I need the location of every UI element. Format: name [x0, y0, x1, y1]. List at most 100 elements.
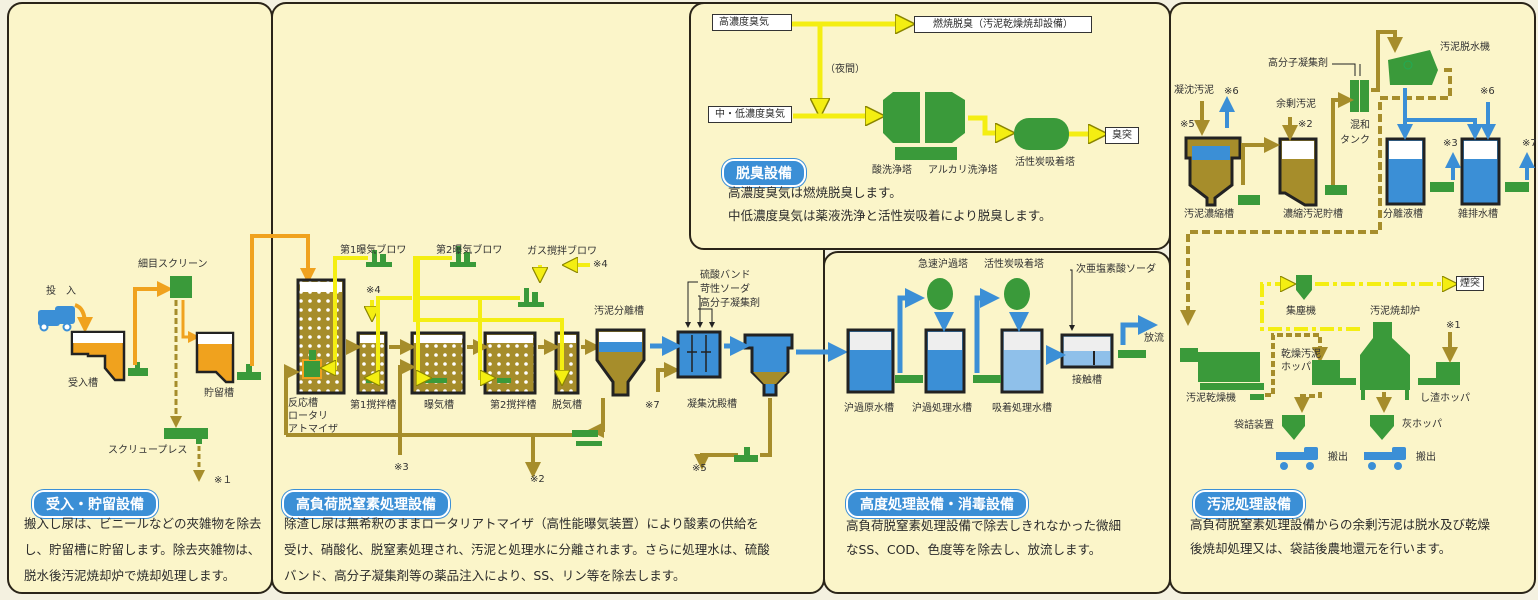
label-reaction-tank: 反応槽	[288, 398, 318, 409]
receiving-tank	[70, 330, 126, 382]
pump-icon	[734, 447, 758, 462]
label-screen-hopper: し渣ホッパ	[1420, 393, 1470, 404]
pump-icon	[973, 375, 1001, 383]
adsorbed-water-tank	[1000, 328, 1044, 394]
section-title-advanced: 高度処理設備・消毒設備	[846, 490, 1028, 518]
label-acid-wash: 酸洗浄塔	[872, 165, 912, 176]
pump-icon	[237, 364, 261, 380]
label-hypochlorite: 次亜塩素酸ソーダ	[1076, 264, 1156, 275]
section-title-denitrification: 高負荷脱窒素処理設備	[282, 490, 450, 518]
label-carbon-tower: 活性炭吸着塔	[984, 259, 1044, 270]
label-note2: ※2	[530, 474, 545, 485]
label-rapid-filter: 急速沪過塔	[918, 259, 968, 270]
pump-icon	[1430, 182, 1454, 192]
dry-sludge-hopper	[1312, 360, 1356, 385]
label-rotary2: アトマイザ	[288, 424, 338, 435]
pump-icon	[1325, 185, 1347, 195]
tank-degas	[554, 331, 580, 395]
label-thickener: 汚泥濃縮槽	[1184, 209, 1234, 220]
box-mid-low-odor: 中・低濃度臭気	[708, 106, 792, 123]
description-intake: 搬入し尿は、ビニールなどの夾雑物を除去 し、貯留槽に貯留します。除去夾雑物は、 …	[24, 511, 262, 589]
label-polymer: 高分子凝集剤	[700, 298, 760, 309]
label-dust: 集塵機	[1286, 306, 1316, 317]
label-dry-hopper2: ホッパ	[1281, 362, 1311, 373]
label-drain-tank: 雑排水槽	[1458, 209, 1498, 220]
label-raw-tank: 沪過原水槽	[844, 403, 894, 414]
fine-screen	[170, 276, 192, 298]
raw-water-tank	[846, 328, 895, 394]
label-note4b: ※4	[366, 285, 381, 296]
truck-icon	[1364, 447, 1406, 470]
label-filtered-tank: 沪過処理水槽	[912, 403, 972, 414]
section-title-sludge: 汚泥処理設備	[1193, 490, 1305, 518]
label-incinerator: 汚泥焼却炉	[1370, 306, 1420, 317]
label-note3: ※3	[1443, 138, 1458, 149]
blower-icon	[518, 288, 544, 307]
reaction-tank	[296, 278, 346, 395]
label-blower1: 第1曝気ブロワ	[340, 245, 407, 256]
label-note7: ※7	[1522, 138, 1537, 149]
box-high-odor: 高濃度臭気	[712, 14, 792, 31]
label-degas: 脱気槽	[552, 400, 582, 411]
label-coag-settle: 凝集沈殿槽	[687, 399, 737, 410]
description-line: 受け、硝酸化、脱窒素処理され、汚泥と処理水に分離されます。さらに処理水は、硫酸	[284, 542, 770, 557]
label-note7: ※7	[645, 400, 660, 411]
label-note5: ※5	[692, 463, 707, 474]
label-storage-tank: 貯留槽	[204, 388, 234, 399]
description-line: 除渣し尿は無希釈のままロータリアトマイザ（高性能曝気装置）により酸素の供給を	[284, 516, 759, 531]
ash-hopper	[1370, 415, 1394, 440]
pump-icon	[895, 375, 923, 383]
label-alum: 硫酸バンド	[700, 270, 751, 281]
label-settled-sludge: 凝沈汚泥	[1174, 85, 1214, 96]
label-excess-sludge: 余剰汚泥	[1276, 99, 1316, 110]
thick-storage-tank	[1278, 137, 1318, 207]
panel-sludge	[1169, 2, 1536, 594]
label-discharge: 放流	[1144, 333, 1164, 344]
box-combustion: 燃焼脱臭（汚泥乾燥焼却設備）	[914, 16, 1092, 33]
pump-icon	[1238, 195, 1260, 205]
separated-liquid-tank	[1385, 137, 1426, 206]
screen-hopper	[1418, 362, 1460, 385]
drain-tank	[1460, 137, 1501, 206]
label-aeration: 曝気槽	[424, 400, 454, 411]
description-line: 後焼却処理又は、袋詰後農地還元を行います。	[1190, 541, 1452, 556]
dewatering-machine	[1388, 50, 1438, 85]
label-night: （夜間）	[825, 64, 865, 75]
label-note4a: ※4	[593, 259, 608, 270]
label-fine-screen: 細目スクリーン	[138, 259, 208, 270]
bagging-unit	[1282, 415, 1305, 440]
section-title-intake: 受入・貯留設備	[32, 490, 158, 518]
description-line: バンド、高分子凝集剤等の薬品注入により、SS、リン等を除去します。	[284, 568, 686, 583]
label-input: 投 入	[46, 286, 76, 297]
pump-icon	[1505, 182, 1529, 192]
label-blower2: 第2曝気ブロワ	[436, 245, 503, 256]
storage-tank	[195, 331, 235, 384]
label-dryer: 汚泥乾燥機	[1186, 393, 1236, 404]
label-note3: ※3	[394, 462, 409, 473]
dust-collector	[1296, 275, 1312, 300]
carbon-adsorption-tower	[1004, 278, 1030, 310]
label-dry-hopper1: 乾燥汚泥	[1281, 349, 1321, 360]
blower-icon	[366, 250, 392, 267]
label-adsorbed-tank: 吸着処理水槽	[992, 403, 1052, 414]
label-rotary1: ロータリ	[288, 411, 328, 422]
label-alkali-wash: アルカリ洗浄塔	[928, 165, 998, 176]
tank-mix1	[356, 331, 388, 395]
description-denitrification: 除渣し尿は無希釈のままロータリアトマイザ（高性能曝気装置）により酸素の供給を 受…	[284, 511, 770, 589]
description-line: なSS、COD、色度等を除去し、放流します。	[846, 542, 1102, 557]
description-line: 高負荷脱窒素処理設備からの余剰汚泥は脱水及び乾燥	[1190, 517, 1491, 532]
label-mix2: タンク	[1340, 135, 1370, 146]
label-out1: 搬出	[1328, 452, 1348, 463]
label-separation-tank: 汚泥分離槽	[594, 306, 644, 317]
section-title-deodorization: 脱臭設備	[722, 159, 806, 187]
label-caustic: 苛性ソーダ	[700, 284, 750, 295]
label-thick-storage: 濃縮汚泥貯槽	[1283, 209, 1343, 220]
label-carbon: 活性炭吸着塔	[1015, 157, 1075, 168]
incinerator	[1360, 322, 1410, 400]
description-line: 高濃度臭気は燃焼脱臭します。	[728, 185, 902, 200]
label-contact-tank: 接触槽	[1072, 375, 1102, 386]
thickener	[1184, 136, 1242, 207]
separation-tank	[595, 328, 646, 397]
pump-icon	[128, 362, 148, 376]
